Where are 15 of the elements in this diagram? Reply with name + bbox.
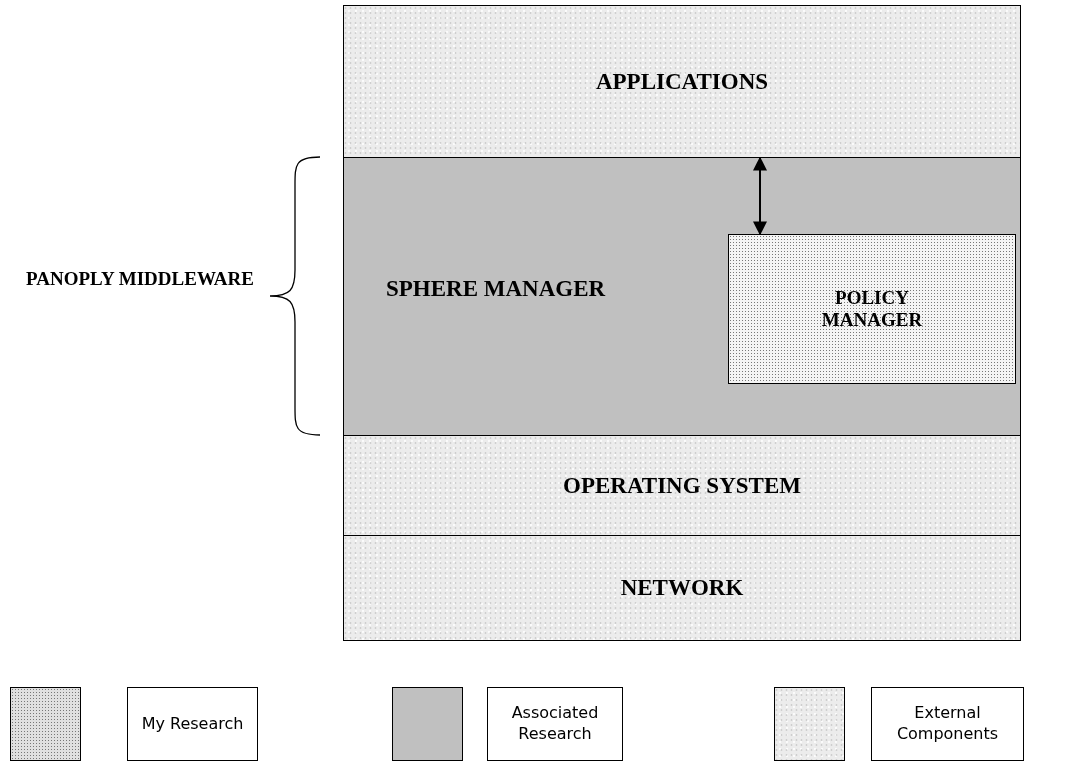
layer-label: APPLICATIONS — [595, 68, 769, 95]
layer-label: NETWORK — [620, 575, 744, 601]
component-box — [728, 234, 1016, 384]
double-arrow — [753, 156, 767, 236]
legend-label: My Research — [127, 687, 258, 761]
layer-band — [343, 435, 1021, 536]
group-label: PANOPLY MIDDLEWARE — [25, 268, 255, 290]
layer-label: POLICY MANAGER — [820, 287, 924, 331]
layer-label: SPHERE MANAGER — [386, 276, 606, 302]
layer-label: OPERATING SYSTEM — [563, 472, 801, 499]
layer-band — [343, 5, 1021, 158]
legend-label: Associated Research — [487, 687, 623, 761]
layer-band — [343, 157, 1021, 436]
legend-label: External Components — [871, 687, 1024, 761]
layer-band — [343, 535, 1021, 641]
